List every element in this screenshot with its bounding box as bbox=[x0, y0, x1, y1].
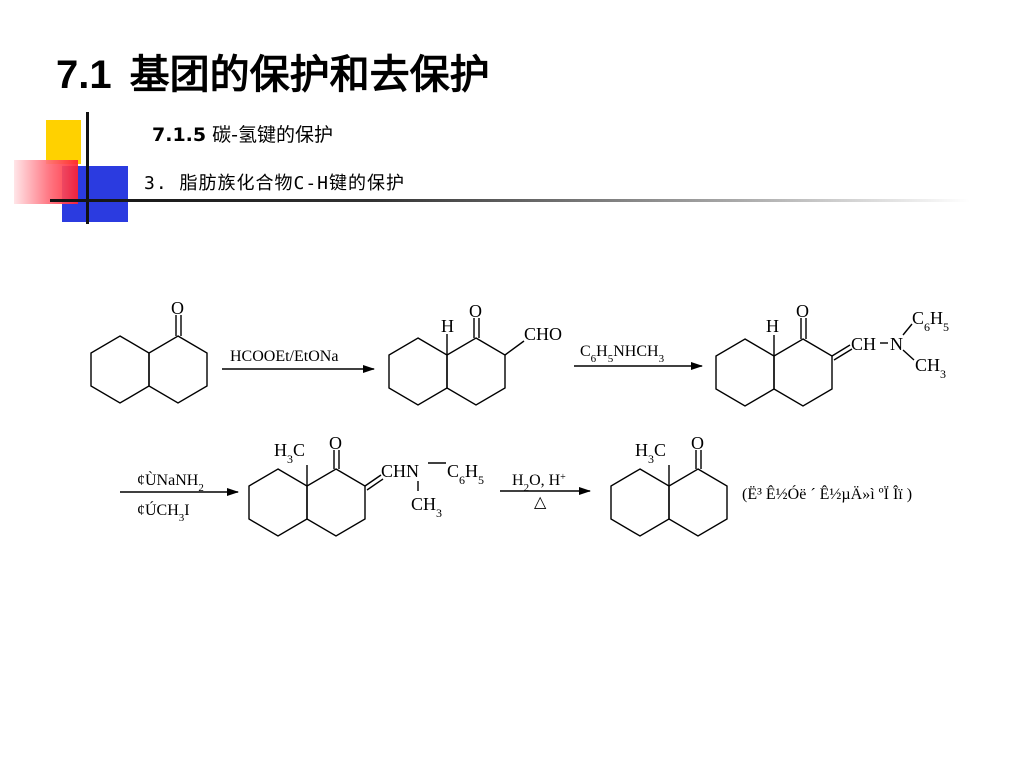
molecule-aminomethylene-decalone: O H CH N C6H5 CH3 bbox=[715, 301, 949, 407]
subsection-heading: 3. 脂肪族化合物C-H键的保护 bbox=[144, 173, 406, 194]
decor-horizontal-line bbox=[50, 199, 970, 202]
molecule-methylated-decalone: O H3C CHN C6H5 CH3 bbox=[248, 433, 484, 537]
atom-oxygen: O bbox=[691, 433, 704, 453]
reaction-arrow-3: ¢ÙNaNH2 ¢ÚCH3I bbox=[120, 470, 239, 524]
title-text: 基团的保护和去保护 bbox=[129, 53, 490, 97]
group-methyl: CH3 bbox=[915, 355, 946, 381]
group-phenyl: C6H5 bbox=[447, 461, 484, 487]
group-methyl-h3c: H3C bbox=[274, 440, 305, 466]
reaction-arrow-4: H2O, H+ △ bbox=[500, 472, 591, 511]
subtitle-text: 碳-氢键的保护 bbox=[212, 124, 333, 146]
atom-hydrogen: H bbox=[441, 316, 454, 336]
atom-oxygen: O bbox=[171, 298, 184, 318]
atom-oxygen: O bbox=[329, 433, 342, 453]
atom-nitrogen: N bbox=[890, 334, 903, 354]
group-methyl: CH3 bbox=[411, 494, 442, 520]
slide-title: 7.1 基团的保护和去保护 bbox=[56, 42, 490, 100]
atom-oxygen: O bbox=[796, 301, 809, 321]
reagent-methyl-iodide: ¢ÚCH3I bbox=[137, 500, 190, 524]
decor-red-square bbox=[14, 160, 78, 204]
title-number: 7.1 bbox=[56, 53, 112, 97]
group-chn: CHN bbox=[381, 461, 419, 481]
group-ch: CH bbox=[851, 334, 876, 354]
reagent-formylation: HCOOEt/EtONa bbox=[230, 348, 338, 365]
molecule-decalone: O bbox=[90, 298, 208, 404]
decor-yellow-square bbox=[46, 120, 81, 164]
group-phenyl: C6H5 bbox=[912, 308, 949, 334]
molecule-methyl-decalone-product: O H3C (Ë³ Ê½Óë ´ Ê½µÄ»ì ºÏ Îï ) bbox=[610, 433, 912, 537]
reagent-n-methylaniline: C6H5NHCH3 bbox=[580, 343, 665, 365]
molecule-formyl-decalone: O H CHO bbox=[388, 301, 562, 406]
subtitle-number: 7.1.5 bbox=[152, 124, 207, 146]
heat-symbol: △ bbox=[534, 494, 547, 511]
group-methyl-h3c: H3C bbox=[635, 440, 666, 466]
reagent-sodium-amide: ¢ÙNaNH2 bbox=[137, 470, 204, 494]
atom-hydrogen: H bbox=[766, 316, 779, 336]
reaction-arrow-1: HCOOEt/EtONa bbox=[222, 348, 375, 373]
group-cho: CHO bbox=[524, 324, 562, 344]
decor-vertical-line bbox=[86, 112, 89, 224]
reaction-arrow-2: C6H5NHCH3 bbox=[574, 343, 703, 370]
atom-oxygen: O bbox=[469, 301, 482, 321]
product-note: (Ë³ Ê½Óë ´ Ê½µÄ»ì ºÏ Îï ) bbox=[742, 484, 912, 503]
